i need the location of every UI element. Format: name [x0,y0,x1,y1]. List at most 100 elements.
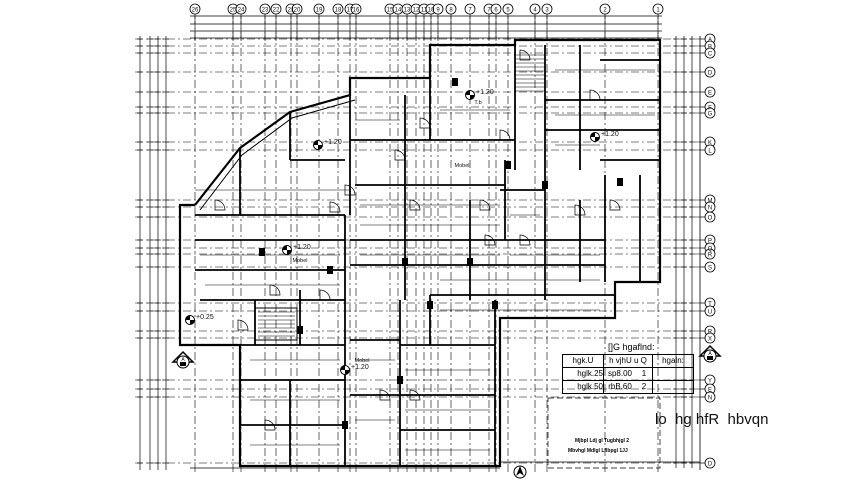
grid-label: 6 [494,8,498,14]
schedule-cell: sp8.00 [607,369,633,378]
grid-label: T [708,302,712,308]
door-swing [409,199,421,211]
grid-label: E [708,388,712,394]
grid-bubble [704,47,716,59]
grid-label: 10 [428,8,435,14]
schedule-row: hglk.25 sp8.00 1 [563,368,693,381]
grid-label: 16 [353,8,360,14]
door-swing [589,89,601,101]
grid-bubble [445,3,457,15]
grid-bubble [529,3,541,15]
level-marker-icon [313,140,323,150]
grid-label: 4 [533,8,537,14]
grid-label: B [708,45,712,51]
grid-label: R [708,253,713,259]
grid-bubble [332,3,344,15]
level-marker-label: +1.20 [601,131,619,138]
grid-label: 14 [395,8,402,14]
grid-label: C [708,52,713,58]
grid-label: G [708,112,713,118]
grid-bubble [235,3,247,15]
schedule-table: hgk.U h vjhU u Q hgaln: hglk.25 sp8.00 1… [562,354,694,394]
column [492,301,498,309]
door-swing [379,389,391,401]
grid-label: 5 [506,8,510,14]
door-swing [214,199,226,211]
schedule-header: hgk.U [563,355,604,367]
column [327,266,333,274]
grid-label: 23 [262,8,269,14]
grid-label: S [708,266,712,272]
section-marker-icon [707,356,713,360]
grid-label: 24 [238,8,245,14]
grid-bubble [350,3,362,15]
column [617,178,623,186]
column [259,248,265,256]
grid-label: 12 [413,8,420,14]
level-marker-icon [590,132,600,142]
level-marker-icon [282,245,292,255]
door-swing [499,129,511,141]
note-line: Mjbpl Ldj gl Tugbhjgl 2 [575,438,630,444]
door-swing [269,284,281,296]
grid-label: 20 [294,8,301,14]
grid-bubble [652,3,664,15]
building-outline [178,38,662,468]
grid-label: 3 [545,8,549,14]
grid-bubble [502,3,514,15]
grid-bubble [704,86,716,98]
column [542,181,548,189]
grid-bubble [541,3,553,15]
column [467,258,473,266]
grid-label: N [708,206,712,212]
grid-label: 8 [449,8,453,14]
grid-label: Q [708,247,713,253]
door-swing [237,319,249,331]
grid-label: N [708,396,712,402]
schedule-header: h vjhU u Q [604,355,653,367]
grid-label: 22 [273,8,280,14]
grid-bubble [704,261,716,273]
grid-label: X [708,337,712,343]
door-swing [484,234,496,246]
level-marker-label: +1.20 [351,364,369,371]
grid-bubble [490,3,502,15]
grid-label: F [708,106,712,112]
grid-label: 1 [656,8,660,14]
north-arrow-icon [516,466,524,476]
grid-bubble [270,3,282,15]
level-marker-icon [185,315,195,325]
grid-label: 21 [288,8,295,14]
schedule-cell: 2 [636,381,653,393]
notes-frame [547,397,661,469]
door-swing [409,389,421,401]
schedule-cell: rbB.60 [608,382,632,391]
schedule-title: []G hgaflnd: [608,342,655,352]
level-marker-icon [340,365,350,375]
column [342,421,348,429]
grid-label: 7 [468,8,472,14]
column [297,326,303,334]
grid-bubble [704,248,716,260]
grid-label: 18 [335,8,342,14]
schedule-cell: 1 [636,368,653,380]
level-marker-label: +1.20 [476,89,494,96]
grid-label: O [708,216,713,222]
grid-bubble [313,3,325,15]
schedule-cell: hglk.25 [563,368,604,380]
schedule-header: hgaln: [662,356,684,365]
section-marker-label: A [181,357,185,363]
level-marker-icon [465,90,475,100]
grid-label: P [708,239,712,245]
level-marker-label: +0.25 [196,314,214,321]
grid-bubble [704,211,716,223]
grid-label: A [708,38,712,44]
grid-bubble [189,3,201,15]
grid-bubble [291,3,303,15]
grid-label: 13 [404,8,411,14]
grid-label: Y [708,379,712,385]
level-marker-label: +1.20 [293,244,311,251]
door-swing [519,49,531,61]
